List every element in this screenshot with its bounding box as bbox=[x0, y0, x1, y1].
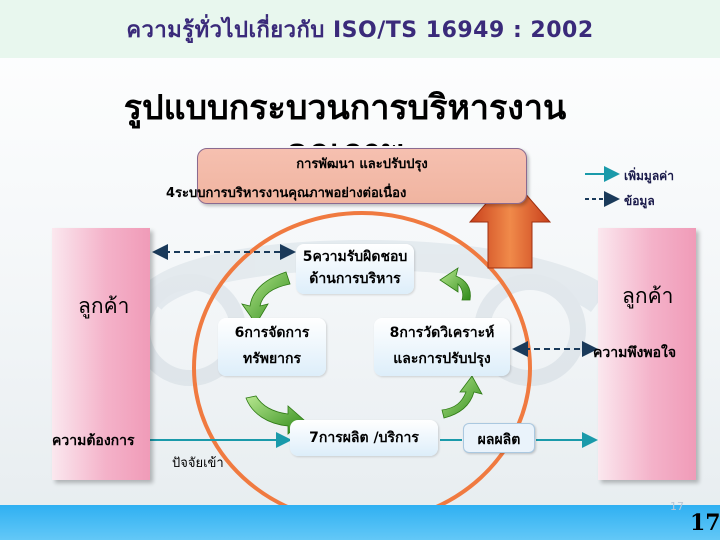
product-box: ผลผลิต bbox=[463, 423, 535, 453]
customer-left-label: ลูกค้า bbox=[78, 290, 129, 323]
page-number-faint: 17 bbox=[670, 500, 684, 513]
input-label: ปัจจัยเข้า bbox=[172, 452, 224, 473]
legend-value-adding: เพิ่มมูลค่า bbox=[624, 167, 674, 186]
process-6-line2: ทรัพยากร bbox=[218, 349, 326, 369]
legend-information: ข้อมูล bbox=[624, 192, 655, 211]
process-5-line1: 5ความรับผิดชอบ bbox=[296, 247, 414, 267]
process-8-line2: และการปรับปรุง bbox=[374, 349, 510, 369]
footer-band bbox=[0, 505, 720, 540]
product-label: ผลผลิต bbox=[464, 429, 534, 451]
green-arrow-bottom-right bbox=[442, 376, 482, 418]
page-number: 17 bbox=[690, 510, 720, 536]
process-5-line2: ด้านการบริหาร bbox=[296, 269, 414, 289]
improvement-heading: การพัฒนา และปรับปรุง bbox=[198, 153, 526, 174]
process-7-label: 7การผลิต /บริการ bbox=[290, 428, 438, 448]
process-measurement-analysis: 8การวัดวิเคราะห์ และการปรับปรุง bbox=[374, 318, 510, 376]
slide-title: รูปแบบกระบวนการบริหารงานคุณภาพ bbox=[110, 86, 580, 146]
customer-requirements: ความต้องการ bbox=[52, 430, 135, 452]
process-management-responsibility: 5ความรับผิดชอบ ด้านการบริหาร bbox=[296, 244, 414, 294]
customer-satisfaction: ความพึงพอใจ bbox=[593, 342, 676, 364]
process-resource-management: 6การจัดการ ทรัพยากร bbox=[218, 318, 326, 376]
process-product-realization: 7การผลิต /บริการ bbox=[290, 420, 438, 456]
customer-right-label: ลูกค้า bbox=[622, 280, 673, 313]
improvement-qms: 4ระบบการบริหารงานคุณภาพอย่างต่อเนื่อง bbox=[166, 182, 406, 203]
green-arrow-top-left bbox=[242, 272, 290, 324]
process-8-line1: 8การวัดวิเคราะห์ bbox=[374, 323, 510, 343]
process-6-line1: 6การจัดการ bbox=[218, 323, 326, 343]
